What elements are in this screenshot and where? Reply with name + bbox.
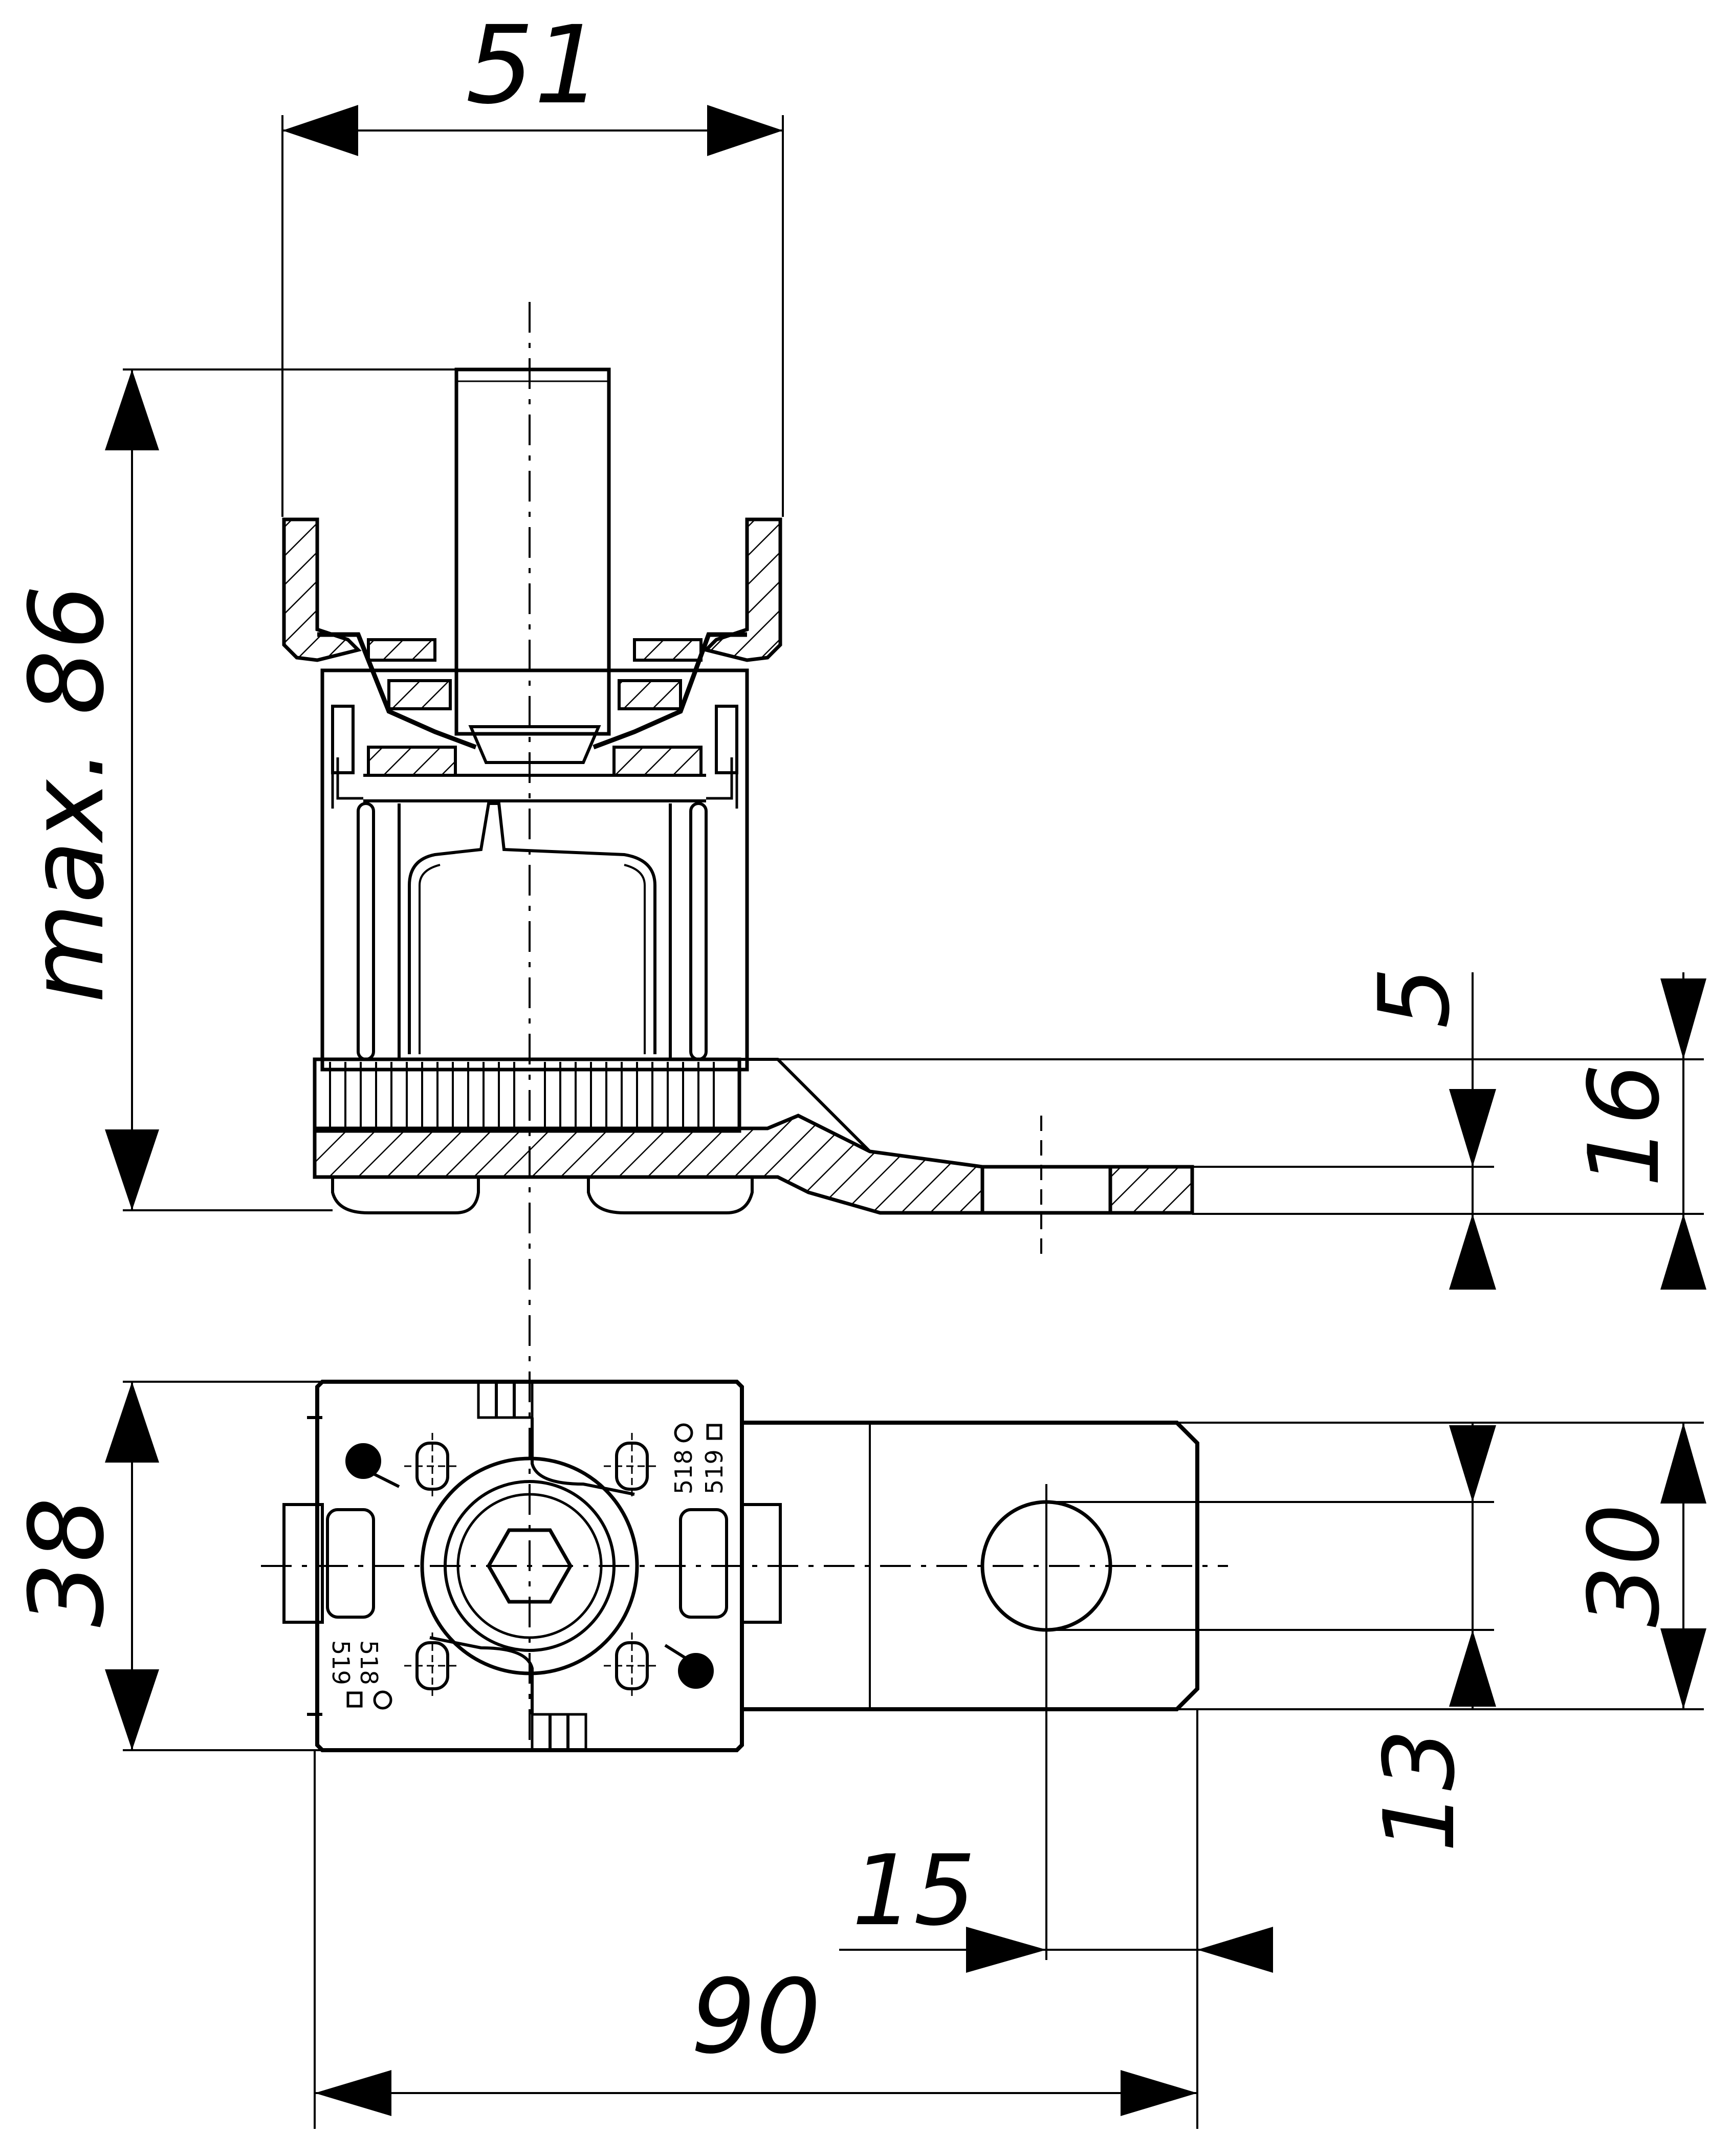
side-view-dimensions [105,105,1706,1290]
dim-15: 15 [852,1834,976,1947]
spring-clip-left [317,632,477,750]
bracket-left [282,517,362,662]
housing [320,668,749,1072]
dim-13: 13 [1363,1729,1476,1853]
marking-bottom-left: 518 519 [327,1640,392,1710]
dim-51: 51 [466,3,602,128]
shaft [454,367,611,736]
dim-max-86: max. 86 [8,585,127,1003]
mark-519-bottom: 519 [327,1640,355,1685]
dim-30: 30 [1568,1504,1681,1627]
position-mark-bottom [678,1653,714,1689]
mark-519-top: 519 [700,1449,728,1494]
bent-tab [313,1114,984,1215]
position-mark-top [345,1443,381,1479]
foot-left [331,1177,480,1214]
side-view [282,302,1194,1750]
hex-socket [486,1528,573,1604]
mark-518-bottom: 518 [355,1640,383,1685]
foot-right [587,1177,754,1214]
cone-nut [468,725,601,764]
inner-window [408,802,656,1054]
hub-outer [420,1456,639,1675]
marking-top-right: 518 519 [670,1423,728,1494]
tab-hole-section [980,1165,1112,1215]
bracket-right [703,517,782,662]
base-body [315,1380,744,1752]
dim-38: 38 [8,1497,127,1628]
top-view [261,1380,1228,1960]
spring-clip-right [593,632,747,750]
dim-5: 5 [1358,967,1471,1029]
dim-16: 16 [1568,1063,1681,1187]
dim-90: 90 [691,1957,821,2077]
tab-plate [742,1421,1199,1711]
top-view-dimensions [105,1381,1706,2129]
mark-518-top: 518 [670,1449,697,1494]
